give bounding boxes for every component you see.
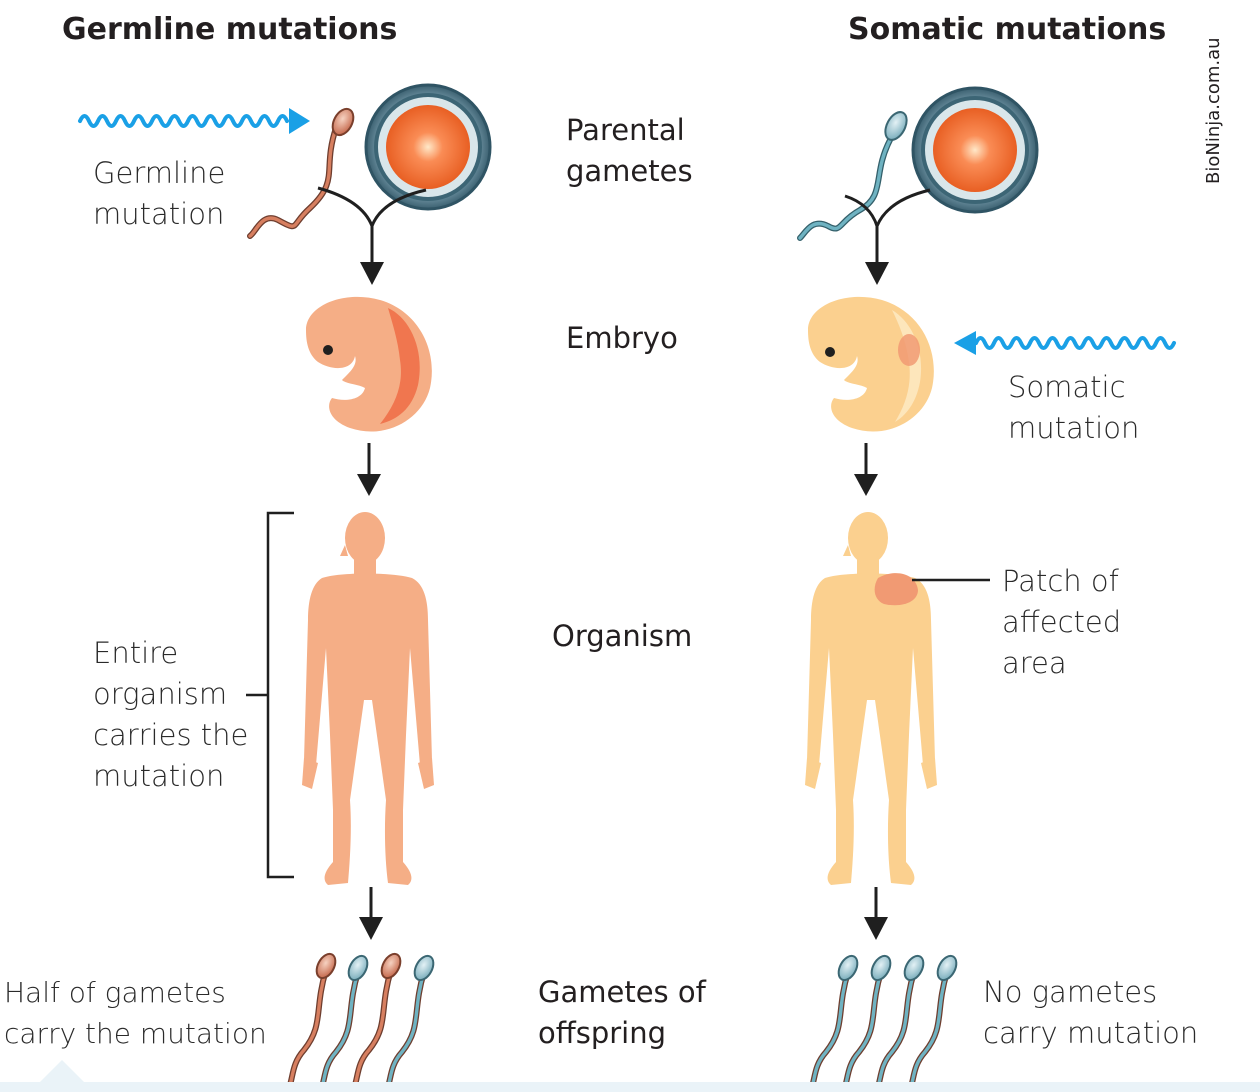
- stage-label-line: gametes: [566, 154, 693, 188]
- somatic-offspring-gametes-icon: [798, 954, 958, 1092]
- somatic-organism-icon: [805, 512, 937, 885]
- annotation-line: carries the: [93, 718, 249, 752]
- entire-organism-annotation: Entire organism carries the mutation: [93, 633, 248, 797]
- annotation-line: No gametes: [983, 975, 1158, 1009]
- mutated-sperm-icon: [247, 107, 355, 239]
- annotation-line: mutation: [93, 197, 225, 231]
- germline-offspring-gametes-icon: [276, 952, 435, 1092]
- annotation-line: Somatic: [1008, 370, 1126, 404]
- germline-embryo-icon: [306, 296, 432, 432]
- annotation-line: carry the mutation: [4, 1017, 267, 1050]
- stage-label-organism: Organism: [552, 619, 693, 653]
- arrow-head: [357, 474, 381, 496]
- annotation-line: mutation: [1008, 411, 1140, 445]
- annotation-line: area: [1002, 646, 1067, 680]
- somatic-radiation-wave: [954, 331, 1176, 355]
- arrow-head: [359, 917, 383, 940]
- stage-label-line: Gametes of: [538, 975, 706, 1009]
- germline-mutation-annotation: Germline mutation: [93, 153, 225, 235]
- germline-fertilisation-arrow: [317, 186, 427, 262]
- credit-text: BioNinja.com.au: [1203, 37, 1224, 184]
- stage-label-offspring: Gametes of offspring: [538, 972, 706, 1054]
- stage-label-parental: Parental gametes: [566, 110, 693, 192]
- bottom-band: [0, 1082, 1260, 1092]
- arrow-head: [360, 262, 384, 285]
- annotation-line: organism: [93, 677, 228, 711]
- annotation-line: Entire: [93, 636, 179, 670]
- annotation-line: Half of gametes: [4, 976, 226, 1009]
- annotation-line: mutation: [93, 759, 225, 793]
- arrow-head: [865, 262, 889, 285]
- germline-heading: Germline mutations: [62, 12, 398, 47]
- annotation-line: affected: [1002, 605, 1122, 639]
- germline-radiation-wave: [78, 108, 310, 134]
- somatic-embryo-icon: [808, 296, 934, 432]
- no-gametes-annotation: No gametes carry mutation: [983, 972, 1198, 1054]
- egg-cell-somatic-icon: [911, 86, 1039, 214]
- somatic-fertilisation-arrow: [844, 188, 931, 262]
- arrow-head: [854, 474, 878, 496]
- somatic-heading: Somatic mutations: [848, 12, 1167, 47]
- germline-bracket: [246, 511, 294, 879]
- stage-label-line: offspring: [538, 1016, 667, 1050]
- arrow-head: [864, 917, 888, 940]
- stage-label-line: Parental: [566, 113, 685, 147]
- egg-cell-germline-icon: [364, 83, 492, 211]
- germline-organism-icon: [302, 512, 434, 885]
- half-gametes-annotation: Half of gametes carry the mutation: [4, 972, 267, 1054]
- annotation-line: Patch of: [1002, 564, 1119, 598]
- stage-label-embryo: Embryo: [566, 321, 678, 355]
- bottom-band-notch: [40, 1060, 84, 1082]
- somatic-mutation-annotation: Somatic mutation: [1008, 367, 1139, 449]
- normal-sperm-icon: [797, 111, 908, 241]
- patch-annotation: Patch of affected area: [1002, 561, 1121, 684]
- annotation-line: Germline: [93, 156, 226, 190]
- annotation-line: carry mutation: [983, 1016, 1199, 1050]
